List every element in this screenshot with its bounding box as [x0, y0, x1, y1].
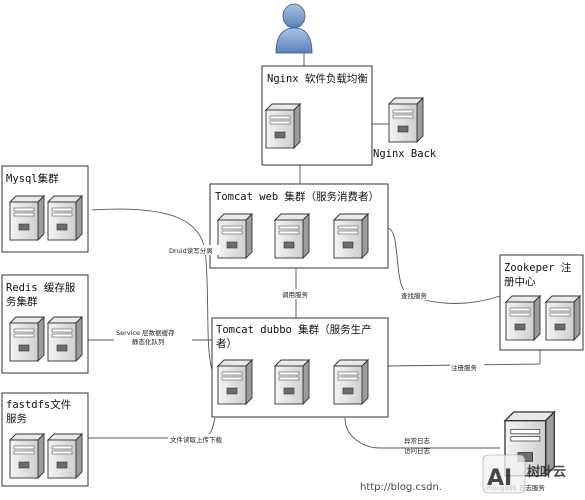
label-bg — [114, 327, 192, 345]
watermark-logo: AI — [487, 466, 512, 491]
mysql-server-icon — [9, 195, 45, 241]
edge-dubbo-mongodb — [344, 417, 500, 449]
tomcat-dubbo-group: Tomcat dubbo 集群（服务生产 者） — [211, 317, 389, 418]
fastdfs-server-icon — [9, 433, 45, 479]
fastdfs-server-icon — [47, 433, 83, 479]
tomcat-dubbo-title-line1: Tomcat dubbo 集群（服务生产 — [216, 323, 372, 336]
label-bg — [280, 289, 318, 299]
tomcat-dubbo-title-line2: 者） — [216, 338, 237, 350]
user-icon — [275, 3, 313, 54]
zookeeper-server-icon — [545, 295, 581, 341]
label-bg — [400, 290, 434, 300]
label-bg — [168, 245, 220, 255]
nginx-backup-label: Nginx Back — [373, 148, 437, 160]
watermark: http://blog.csdn. AI 树叶云 — [360, 454, 566, 494]
watermark-brand: 树叶云 — [527, 464, 566, 480]
label-bg — [450, 362, 484, 372]
tomcat-dubbo-server-icon — [274, 359, 310, 405]
fastdfs-title-line1: fastdfs文件 — [6, 398, 71, 411]
zookeeper-group: Zookeper 注 册中心 — [499, 254, 584, 351]
mysql-group: Mysql集群 — [1, 165, 89, 253]
edge-dubbo-zookeeper — [387, 350, 541, 367]
watermark-logo-box — [482, 454, 526, 494]
zookeeper-title-line1: Zookeper 注 — [504, 261, 572, 274]
redis-title-line1: Redis 缓存服 — [6, 281, 76, 294]
nginx-backup-server-icon — [388, 97, 424, 143]
tomcat-dubbo-server-icon — [333, 359, 369, 405]
tomcat-web-server-icon — [217, 213, 253, 259]
tomcat-web-group: Tomcat web 集群（服务消费者） — [209, 183, 389, 269]
zookeeper-title-line2: 册中心 — [504, 275, 536, 288]
redis-server-icon — [9, 316, 45, 362]
tomcat-dubbo-server-icon — [217, 359, 253, 405]
redis-group: Redis 缓存服 务集群 — [1, 274, 89, 374]
edge-label-invoke: 调用服务 — [282, 290, 309, 299]
edge-label-log-line1: 异常日志 — [404, 436, 431, 445]
tomcat-web-server-icon — [333, 213, 369, 259]
edge-label-log-line2: 访问日志 — [404, 446, 431, 455]
nginx-group: Nginx 软件负载均衡 Nginx Back — [261, 65, 437, 166]
edge-label-file: 文件读取上传下载 — [170, 435, 223, 444]
watermark-url: http://blog.csdn. — [360, 482, 442, 493]
fastdfs-group: fastdfs文件 服务 — [1, 392, 89, 487]
edge-label-register: 注册服务 — [451, 363, 478, 372]
mysql-server-icon — [47, 195, 83, 241]
redis-server-icon — [47, 316, 83, 362]
edge-label-druid: Druid读写分离 — [169, 246, 213, 255]
fastdfs-title-line2: 服务 — [6, 412, 27, 425]
edge-label-lookup: 查找服务 — [401, 291, 428, 300]
edge-label-service-line1: Service 层数据缓存 — [116, 328, 175, 337]
nginx-box — [261, 65, 373, 166]
nginx-server-icon — [265, 103, 301, 149]
redis-title-line2: 务集群 — [6, 295, 38, 308]
edge-label-service-line2: 静态化队列 — [132, 337, 165, 346]
mysql-title: Mysql集群 — [6, 172, 59, 185]
label-bg — [168, 434, 232, 444]
zookeeper-server-icon — [505, 295, 541, 341]
tomcat-web-title: Tomcat web 集群（服务消费者） — [215, 190, 379, 203]
tomcat-web-server-icon — [274, 213, 310, 259]
nginx-title: Nginx 软件负载均衡 — [267, 72, 368, 85]
